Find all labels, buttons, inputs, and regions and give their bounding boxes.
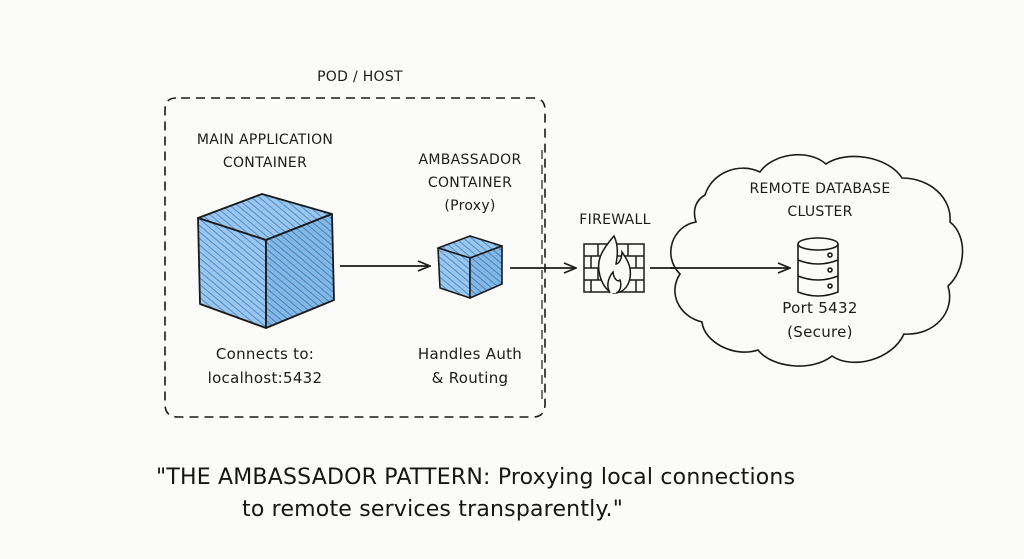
remote-note: Port 5432 (Secure): [760, 296, 880, 344]
ambassador-note: Handles Auth & Routing: [390, 342, 550, 390]
ambassador-title-line3: (Proxy): [444, 198, 496, 214]
main-container-title-line1: MAIN APPLICATION: [196, 132, 334, 148]
diagram-caption: "THE AMBASSADOR PATTERN: Proxying local …: [150, 462, 880, 526]
remote-note-line2: (Secure): [787, 323, 853, 341]
main-container-title-line2: CONTAINER: [222, 155, 308, 171]
main-container-note-line1: Connects to:: [215, 345, 315, 363]
pod-boundary: [164, 97, 546, 418]
caption-line1: "THE AMBASSADOR PATTERN: Proxying local …: [156, 465, 796, 490]
database-icon: [797, 237, 839, 297]
main-container-note: Connects to: localhost:5432: [180, 342, 350, 390]
remote-title-line1: REMOTE DATABASE: [749, 181, 891, 197]
ambassador-note-line2: & Routing: [431, 369, 509, 387]
main-container-note-line2: localhost:5432: [207, 369, 323, 387]
caption-line2: to remote services transparently.": [242, 497, 624, 522]
firewall-icon: [583, 234, 645, 294]
ambassador-title-line2: CONTAINER: [427, 175, 513, 191]
ambassador-note-line1: Handles Auth: [417, 345, 523, 363]
remote-note-line1: Port 5432: [782, 299, 858, 317]
main-container-cube-icon: [197, 193, 335, 329]
ambassador-cube-icon: [437, 235, 503, 299]
ambassador-title: AMBASSADOR CONTAINER (Proxy): [400, 149, 540, 218]
remote-title-line2: CLUSTER: [787, 204, 853, 220]
firewall-label: FIREWALL: [579, 212, 651, 228]
pod-label: POD / HOST: [317, 69, 403, 85]
ambassador-title-line1: AMBASSADOR: [418, 152, 522, 168]
remote-title: REMOTE DATABASE CLUSTER: [720, 178, 920, 224]
main-container-title: MAIN APPLICATION CONTAINER: [165, 129, 365, 175]
